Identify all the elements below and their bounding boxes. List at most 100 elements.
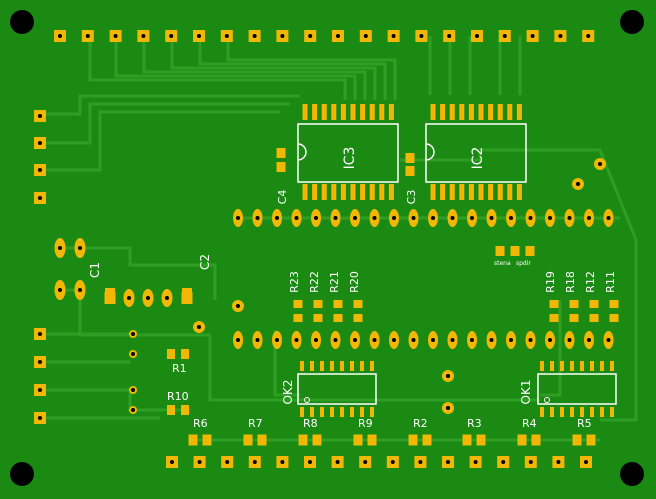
ic3-lead [350,184,356,200]
header-bottom-pad-hole [446,460,450,464]
label-c4: C4 [276,190,289,205]
ic2-lead [468,104,474,120]
header-top-pad-hole [391,34,396,38]
ok2-dot [304,397,310,403]
left-connector-pad-hole [38,416,42,420]
resistor-pad [293,314,303,322]
ic3-lead [340,104,346,120]
ok2-lead [350,407,354,417]
ok2-lead [310,407,314,417]
ic3-lead [388,104,394,120]
ok1-lead [590,407,594,417]
pads-layer [34,30,619,468]
header-top-pad-hole [419,34,424,38]
header-low-pad-hole [236,338,240,342]
ic3-lead [388,184,394,200]
ok2-body [297,373,377,405]
via-hole [131,408,135,412]
label-r4: R4 [522,417,537,430]
ic3-lead [312,184,318,200]
header-mid-pad-hole [470,216,474,220]
ok1-lead [560,407,564,417]
ok1-lead [550,361,554,371]
header-low-pad-hole [567,338,572,342]
ok2-lead [320,407,324,417]
header-mid-pad-hole [353,216,357,220]
header-bottom-pad-hole [418,460,423,464]
c4-pad [276,162,286,172]
header-low-pad-hole [431,338,435,342]
ic2-lead [459,184,465,200]
header-mid-pad-hole [294,216,299,220]
label-r20: R20 [348,271,361,293]
header-mid-pad-hole [431,216,435,220]
ok2-lead [350,361,354,371]
label-r19: R19 [544,271,557,293]
test-pad-hole [446,406,450,410]
ok1-lead [610,361,614,371]
header-low-pad-hole [470,338,474,342]
label-r1: R1 [172,362,187,375]
ic3-lead [331,104,337,120]
header-top-pad-hole [586,34,591,38]
test-pad-hole [576,182,580,186]
ok1-lead [570,407,574,417]
test-pad-hole [197,325,201,329]
bottom-resistor-pad [367,434,377,446]
header-mid-pad-hole [509,216,513,220]
ic2-lead [507,184,513,200]
jumper-pad [510,246,520,256]
label-r6: R6 [193,417,208,430]
ok1-lead [550,407,554,417]
r10-pad [181,405,189,415]
header-top-pad-hole [197,34,201,38]
header-bottom-pad-hole [363,460,368,464]
label-jumper-stena: stena [494,260,511,267]
label-r5: R5 [577,417,592,430]
header-low-pad-hole [353,338,357,342]
r1-pad [167,349,175,359]
label-r2: R2 [413,417,428,430]
ic3-lead [350,104,356,120]
header-top-pad-hole [224,34,229,38]
left-connector-pad-hole [38,114,42,118]
header-top-pad-hole [558,34,563,38]
header-bottom-pad-hole [280,460,285,464]
header-bottom-pad-hole [308,460,312,464]
header-low-pad-hole [275,338,279,342]
header-top-pad-hole [336,34,340,38]
r1-pad [181,349,189,359]
ok2-lead [360,361,364,371]
ok1-lead [590,361,594,371]
resistor-pad [569,300,579,308]
ic3-lead [312,104,318,120]
c2-pad-hole [165,296,169,300]
via-hole [131,352,135,356]
resistor-pad [313,314,323,322]
resistor-pad [333,300,343,308]
resistor-pad [609,300,619,308]
mounting-hole-tr [620,10,644,34]
header-low-pad-hole [548,338,552,342]
header-low-pad-hole [333,338,338,342]
header-mid-pad-hole [411,216,416,220]
header-low-pad-hole [411,338,416,342]
ic2-lead [449,104,455,120]
left-connector-pad-hole [38,360,42,364]
header-mid-pad-hole [567,216,572,220]
header-mid-pad-hole [548,216,552,220]
resistor-pad [589,314,599,322]
label-r12: R12 [584,271,597,293]
ic2-lead [497,104,503,120]
header-low-pad-hole [528,338,533,342]
header-low-pad-hole [255,338,260,342]
ic3-lead [321,184,327,200]
ok2-lead [310,361,314,371]
resistor-pad [313,300,323,308]
ic2-lead [497,184,503,200]
ic3-lead [321,104,327,120]
header-mid-pad-hole [255,216,260,220]
label-r23: R23 [288,271,301,293]
header-top-pad-hole [58,34,62,38]
